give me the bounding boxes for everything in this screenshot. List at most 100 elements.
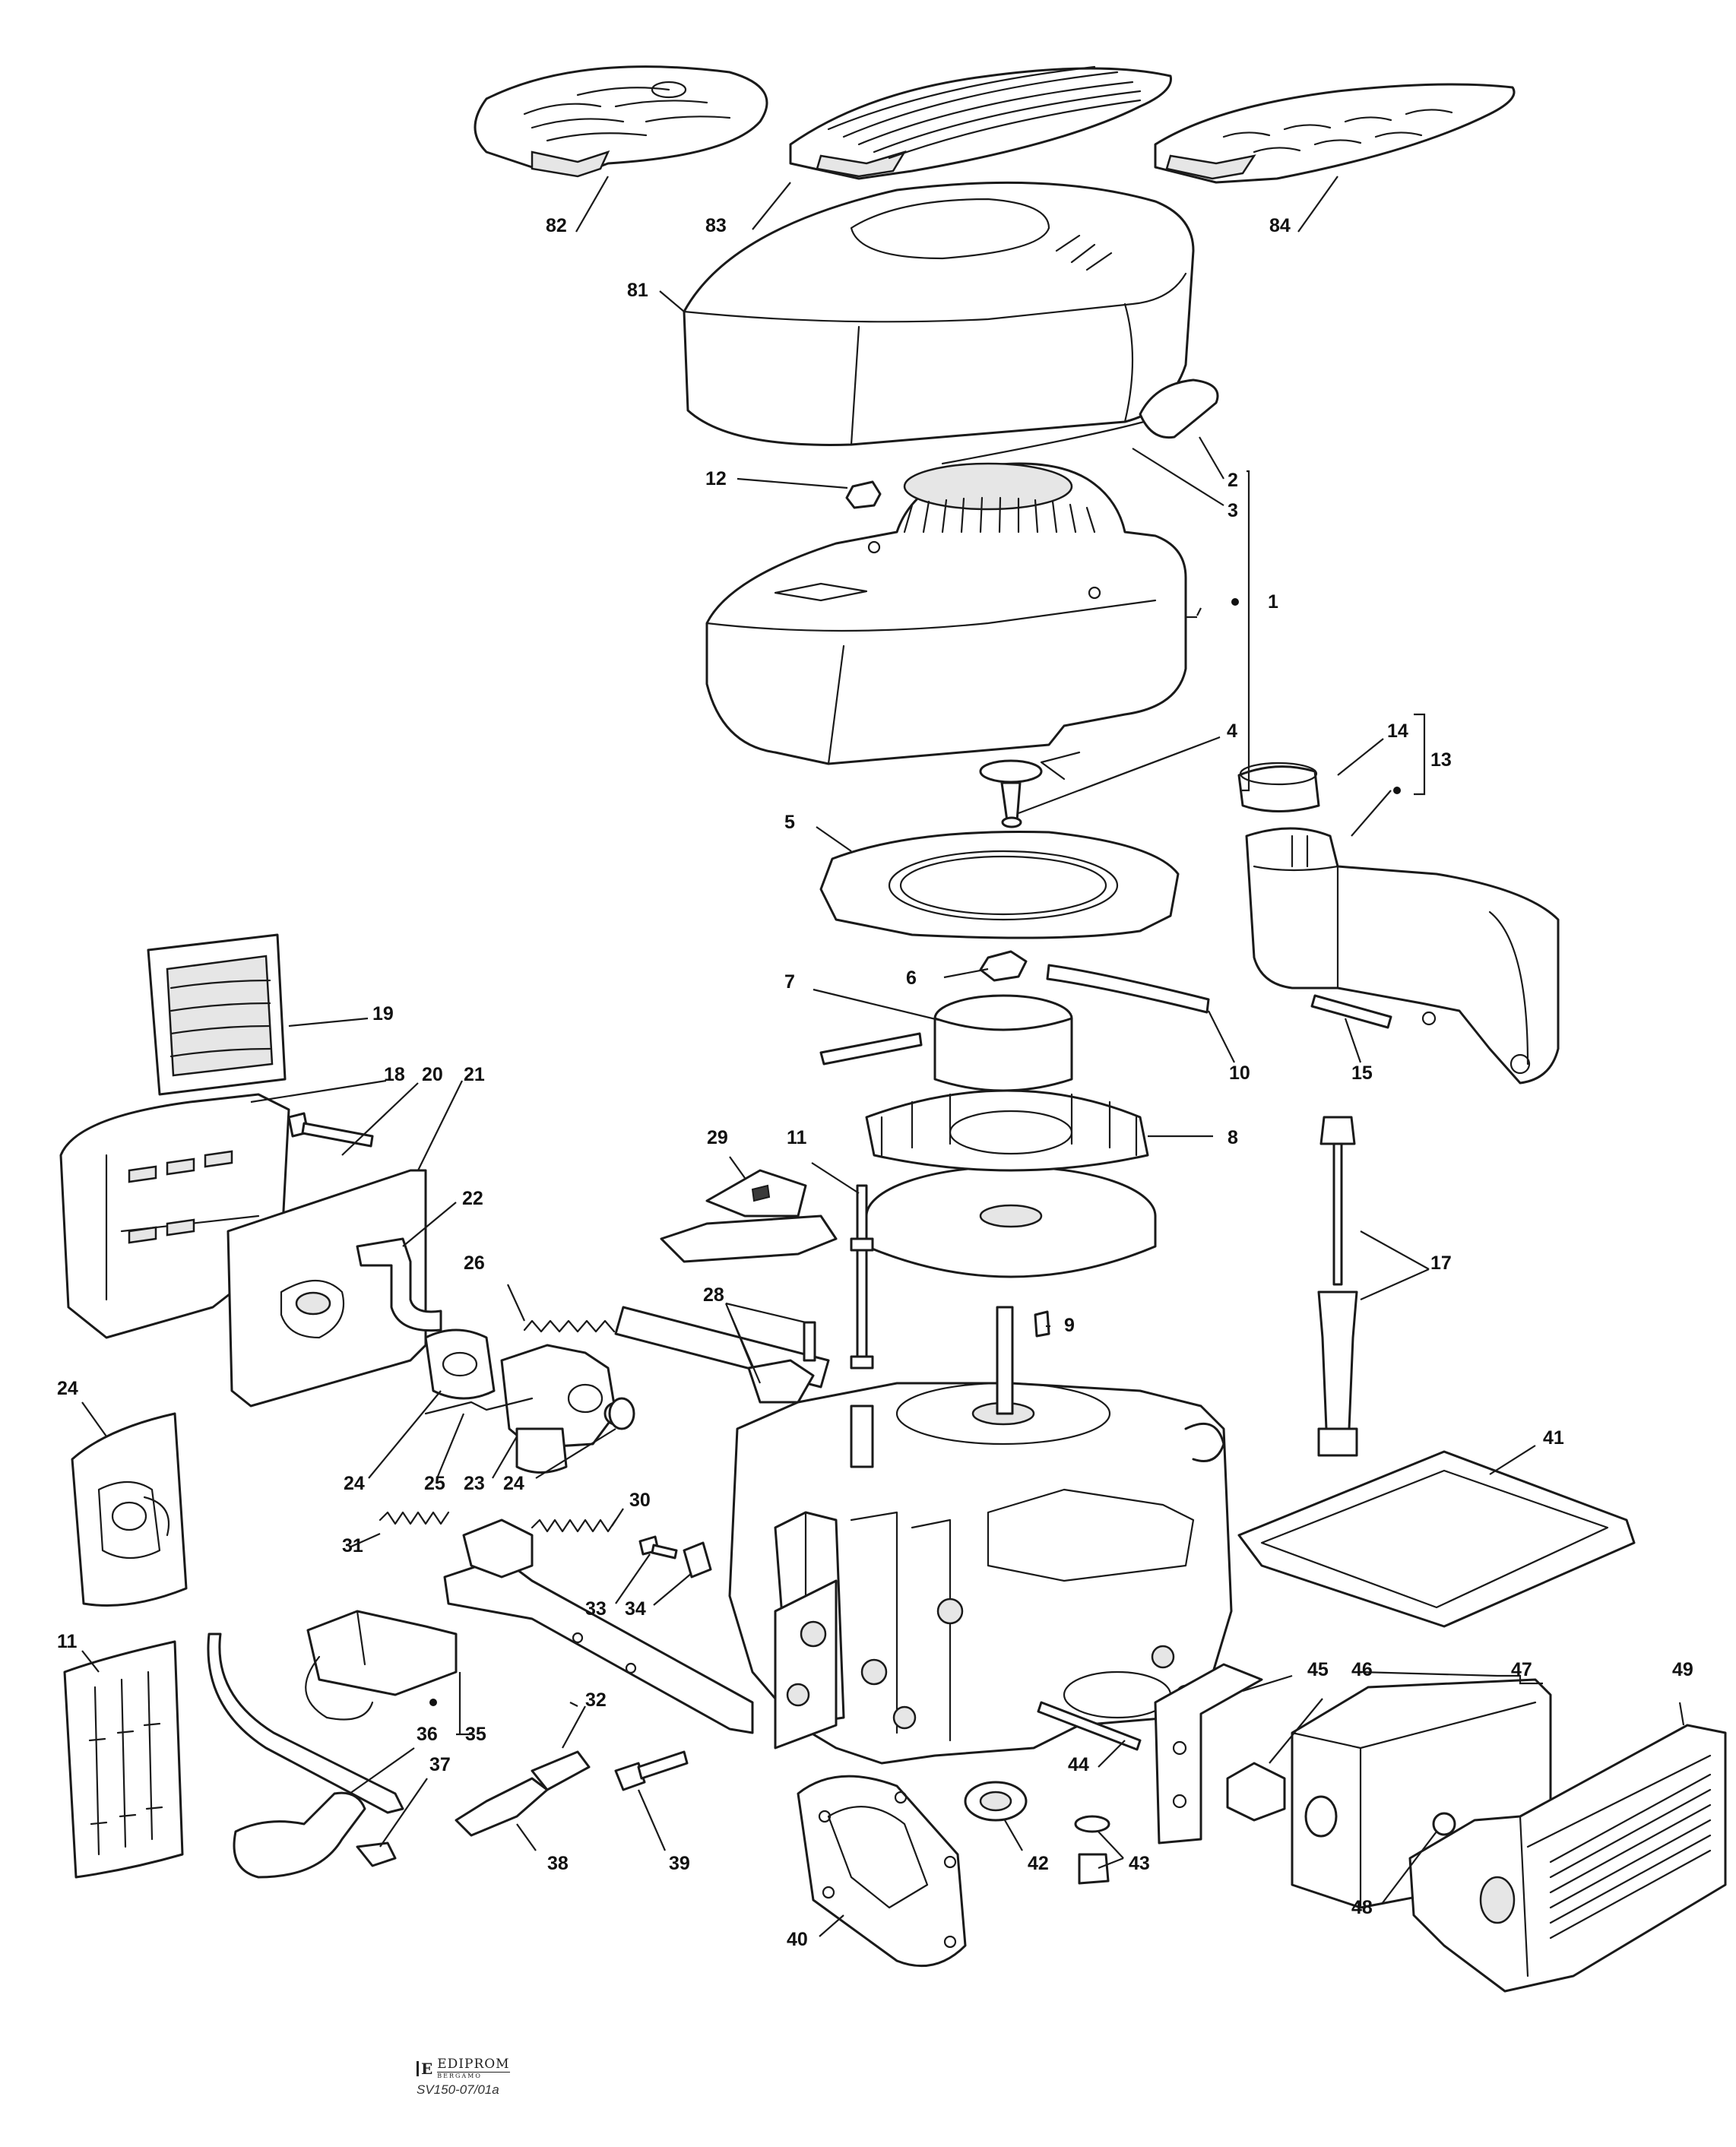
callout-22: 22 xyxy=(462,1188,483,1209)
callout-33: 33 xyxy=(585,1598,607,1620)
callout-23: 23 xyxy=(464,1473,485,1494)
callout-81: 81 xyxy=(627,280,648,301)
callout-39: 39 xyxy=(669,1853,690,1874)
callout-24-kit: 24 xyxy=(57,1378,78,1399)
callout-2: 2 xyxy=(1228,470,1238,491)
callout-41: 41 xyxy=(1543,1427,1564,1449)
part-11-stud-kit xyxy=(63,1640,184,1879)
part-29-bracket xyxy=(660,1169,838,1263)
part-24-gasket-kit xyxy=(71,1412,188,1607)
callout-83: 83 xyxy=(705,215,727,236)
logo-wordmark: EDIPROM BERGAMO xyxy=(437,2057,510,2079)
callout-34: 34 xyxy=(625,1598,646,1620)
logo-mark: E xyxy=(417,2061,432,2076)
callout-36: 36 xyxy=(417,1724,438,1745)
part-14-tank-cap xyxy=(1237,762,1320,812)
callout-21: 21 xyxy=(464,1064,485,1085)
callout-47: 47 xyxy=(1511,1659,1532,1680)
part-38-spark-plug xyxy=(455,1750,591,1837)
part-84-slotted-cover xyxy=(1154,83,1516,184)
callout-37: 37 xyxy=(429,1754,451,1775)
part-81-engine-hood xyxy=(683,181,1195,446)
part-39-bolt xyxy=(614,1750,689,1791)
part-12-nut xyxy=(845,480,882,509)
part-44-stud xyxy=(1037,1701,1142,1751)
callout-31: 31 xyxy=(342,1535,363,1556)
callout-18: 18 xyxy=(384,1064,405,1085)
part-11-stud xyxy=(850,1184,874,1370)
part-30-spring xyxy=(531,1518,617,1533)
callout-17: 17 xyxy=(1430,1252,1452,1274)
part-43-drain-plug xyxy=(1074,1815,1110,1885)
part-13-fuel-tank xyxy=(1245,827,1560,1085)
part-31-spring xyxy=(379,1511,450,1525)
callout-12: 12 xyxy=(705,468,727,489)
part-82-round-cover xyxy=(474,65,768,178)
publisher-brand: E EDIPROM BERGAMO SV150-07/01a xyxy=(417,2058,569,2098)
part-26-spring xyxy=(523,1319,616,1333)
callout-48: 48 xyxy=(1351,1897,1373,1918)
part-19-air-filter xyxy=(147,933,287,1096)
part-40-head-gasket xyxy=(797,1775,967,1968)
callout-28: 28 xyxy=(703,1284,724,1306)
part-45-muffler-bracket xyxy=(1154,1663,1263,1845)
part-20-bolt xyxy=(287,1112,374,1148)
callout-8: 8 xyxy=(1228,1127,1238,1148)
part-46-adapter xyxy=(1226,1762,1286,1822)
part-10-bar xyxy=(819,964,1210,1066)
callout-20: 20 xyxy=(422,1064,443,1085)
callout-4: 4 xyxy=(1227,720,1237,742)
callout-42: 42 xyxy=(1028,1853,1049,1874)
callout-19: 19 xyxy=(372,1003,394,1024)
callout-9: 9 xyxy=(1064,1315,1075,1336)
part-15-tank-bolt xyxy=(1310,994,1392,1029)
callout-30: 30 xyxy=(629,1490,651,1511)
part-23-carburetor xyxy=(500,1344,628,1474)
drawing-code: SV150-07/01a xyxy=(417,2082,499,2097)
part-34-clip xyxy=(683,1541,712,1579)
callout-13: 13 xyxy=(1430,749,1452,771)
callout-14: 14 xyxy=(1387,720,1408,742)
callout-7: 7 xyxy=(784,971,795,993)
part-8-flywheel xyxy=(865,1089,1157,1278)
logo-subtext: BERGAMO xyxy=(437,2072,510,2079)
part-49-muffler-guard xyxy=(1408,1724,1727,1993)
part-48-screw xyxy=(1432,1812,1456,1836)
part-41-sump-gasket xyxy=(1237,1450,1636,1628)
part-5-plate xyxy=(819,830,1180,939)
callout-49: 49 xyxy=(1672,1659,1693,1680)
callout-6: 6 xyxy=(906,967,917,989)
part-32-governor-link xyxy=(443,1518,754,1734)
part-24-gasket-carb xyxy=(424,1328,496,1400)
ediprom-logo: E EDIPROM BERGAMO xyxy=(417,2058,569,2079)
part-24-o-ring xyxy=(608,1397,635,1430)
callout-25: 25 xyxy=(424,1473,445,1494)
part-17-dipstick xyxy=(1317,1116,1358,1457)
callout-35: 35 xyxy=(465,1724,486,1745)
leader-lines xyxy=(81,176,1685,1937)
callout-24-carb-gasket: 24 xyxy=(344,1473,365,1494)
part-6-flywheel-nut xyxy=(979,950,1028,982)
part-2-starter-handle xyxy=(941,378,1219,465)
callout-43: 43 xyxy=(1129,1853,1150,1874)
callout-24-o-ring: 24 xyxy=(503,1473,524,1494)
callout-82: 82 xyxy=(546,215,567,236)
callout-10: 10 xyxy=(1229,1062,1250,1084)
callout-45: 45 xyxy=(1307,1659,1329,1680)
callout-3: 3 xyxy=(1228,500,1238,521)
part-83-finned-cover xyxy=(789,65,1172,180)
callout-labels: 82 83 84 81 2 3 12 1 4 14 13 5 6 7 10 15… xyxy=(57,215,1693,1950)
callout-38: 38 xyxy=(547,1853,569,1874)
callout-44: 44 xyxy=(1068,1754,1089,1775)
callout-29: 29 xyxy=(707,1127,728,1148)
callout-46: 46 xyxy=(1351,1659,1373,1680)
logo-text: EDIPROM xyxy=(437,2057,510,2072)
callout-40: 40 xyxy=(787,1929,808,1950)
part-22-breather-tube xyxy=(356,1237,442,1332)
part-35-ignition-coil xyxy=(207,1610,458,1814)
callout-84: 84 xyxy=(1269,215,1291,236)
part-36-plug-boot xyxy=(233,1791,366,1879)
callout-26: 26 xyxy=(464,1252,485,1274)
part-21-filter-backplate xyxy=(227,1169,427,1408)
